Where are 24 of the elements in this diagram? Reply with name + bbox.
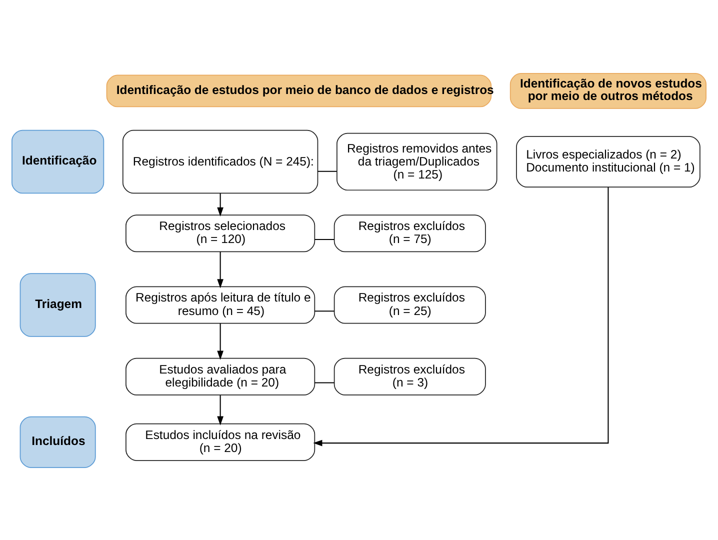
arrow xyxy=(313,186,609,446)
node-box: Registros após leitura de título e resumo (n = 45) xyxy=(126,286,316,324)
connector xyxy=(314,382,334,383)
node-box: Registros selecionados (n = 120) xyxy=(126,214,316,252)
connector xyxy=(314,238,334,240)
connector xyxy=(318,170,337,172)
node-box: Registros identificados (N = 245): xyxy=(122,129,318,194)
node-box: Identificação de novos estudos por meio de outros métodos xyxy=(510,72,706,108)
connector xyxy=(314,310,334,312)
node-box: Registros excluídos (n = 3) xyxy=(334,357,486,395)
node-box: Incluídos xyxy=(20,416,96,468)
arrow xyxy=(217,322,224,360)
node-box: Registros removidos antes da triagem/Duplicados (n = 125) xyxy=(336,132,498,190)
node-box: Estudos incluídos na revisão (n = 20) xyxy=(126,422,316,460)
node-box: Livros especializados (n = 2) Documento institucional (n = 1) xyxy=(516,135,700,187)
node-box: Estudos avaliados para elegibilidade (n = 20) xyxy=(126,357,316,395)
node-box: Identificação de estudos por meio de banco de dados e registros xyxy=(106,74,492,107)
node-box: Registros excluídos (n = 75) xyxy=(334,214,486,252)
arrow xyxy=(217,192,224,216)
arrow xyxy=(217,251,224,288)
arrow xyxy=(217,394,224,425)
node-box: Triagem xyxy=(20,272,96,336)
node-box: Identificação xyxy=(12,129,104,194)
node-box: Registros excluídos (n = 25) xyxy=(334,286,486,324)
